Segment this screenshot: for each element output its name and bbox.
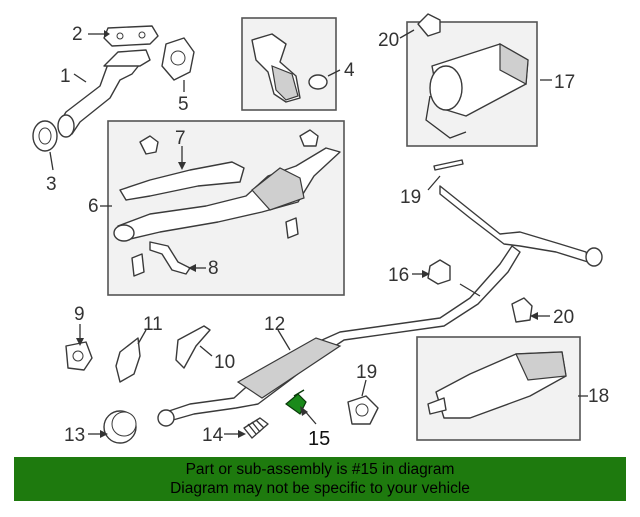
part-18-muffler[interactable]: [427, 351, 567, 419]
part-13-ring[interactable]: [103, 410, 137, 444]
leader-lines: [49, 29, 588, 438]
part-5-gasket[interactable]: [161, 37, 195, 81]
notice-banner: Part or sub-assembly is #15 in diagram D…: [14, 457, 626, 501]
callout-12: 12: [264, 314, 285, 335]
part-4-converter[interactable]: [251, 33, 328, 103]
part-2-gasket[interactable]: [103, 25, 159, 47]
callout-14: 14: [202, 425, 224, 446]
callout-1: 1: [60, 66, 71, 87]
part-12-intermediate-pipe[interactable]: [157, 185, 603, 427]
callout-8: 8: [208, 258, 219, 279]
callout-10: 10: [214, 352, 235, 373]
part-8-bracket[interactable]: [149, 241, 191, 275]
callout-7: 7: [175, 128, 186, 149]
part-14-spring[interactable]: [243, 417, 269, 439]
part-17-muffler[interactable]: [425, 42, 529, 139]
part-3-gasket[interactable]: [32, 120, 58, 152]
callout-3: 3: [46, 174, 57, 195]
notice-line-2: Diagram may not be specific to your vehi…: [170, 480, 470, 497]
callout-20-upper: 20: [378, 30, 399, 51]
part-10-bracket[interactable]: [175, 325, 211, 369]
part-16-insulator[interactable]: [427, 259, 451, 285]
part-20-hanger-upper[interactable]: [417, 13, 441, 37]
part-7-heat-shield[interactable]: [119, 161, 245, 201]
callout-20-lower: 20: [553, 307, 574, 328]
callout-17: 17: [554, 72, 575, 93]
nut-group-box-6: [131, 129, 319, 277]
callout-19-lower: 19: [356, 362, 377, 383]
part-19-hanger-upper[interactable]: [433, 159, 464, 171]
part-1-front-pipe[interactable]: [57, 49, 151, 138]
callout-18: 18: [588, 386, 609, 407]
part-11-bracket[interactable]: [115, 337, 141, 383]
callout-15: 15: [308, 428, 330, 450]
callout-5: 5: [178, 94, 189, 115]
callout-13: 13: [64, 425, 85, 446]
callout-9: 9: [74, 304, 85, 325]
callout-19-upper: 19: [400, 187, 421, 208]
part-20-hanger-lower[interactable]: [511, 297, 533, 323]
callout-16: 16: [388, 265, 409, 286]
part-6-center-pipe[interactable]: [113, 147, 341, 242]
callout-6: 6: [88, 196, 99, 217]
callout-2: 2: [72, 24, 83, 45]
callout-4: 4: [344, 60, 355, 81]
part-9-gasket[interactable]: [65, 341, 93, 371]
part-19-gasket-lower[interactable]: [347, 395, 379, 425]
callout-11: 11: [143, 314, 163, 335]
notice-line-1: Part or sub-assembly is #15 in diagram: [185, 461, 455, 478]
